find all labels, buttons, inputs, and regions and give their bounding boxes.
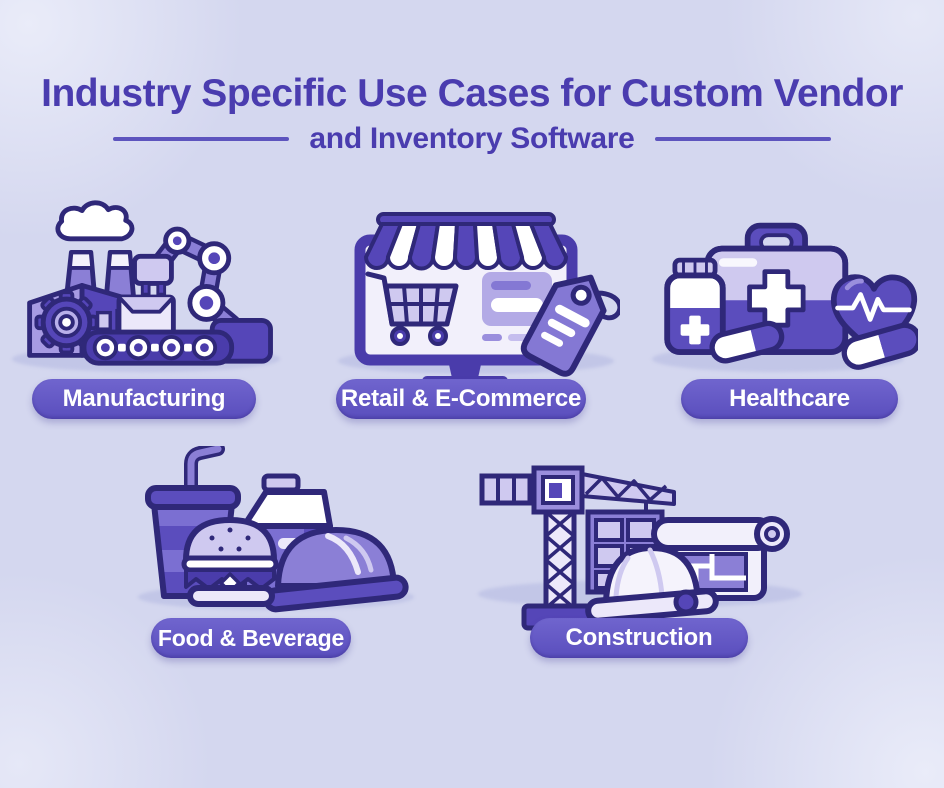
factory-robot-arm-icon: [27, 200, 273, 366]
shopping-cart: [365, 271, 459, 327]
price-tag: [520, 274, 620, 377]
title-line-2-row: and Inventory Software: [0, 122, 944, 156]
divider-dash-left: [113, 137, 290, 141]
medicine-bottle: [664, 257, 726, 355]
label-text: Retail & E-Commerce: [340, 385, 582, 412]
conveyor-belt: [81, 329, 235, 366]
crane-hard-hat-blueprint-icon: [479, 465, 790, 631]
hard-hat-white: [585, 545, 719, 624]
industry-label-retail: Retail & E-Commerce: [336, 379, 586, 419]
industry-label-healthcare: Healthcare: [681, 379, 898, 419]
label-text: Food & Beverage: [157, 624, 345, 651]
drink-burger-milk-carton-icon: [145, 446, 409, 613]
robot-arm: [132, 226, 273, 364]
product-card: [482, 272, 552, 341]
pill-capsule: [841, 322, 918, 370]
industry-label-construction: Construction: [530, 618, 748, 658]
medical-cross: [747, 269, 806, 328]
striped-awning: [364, 212, 568, 271]
gear: [34, 290, 99, 355]
tower-crane: [479, 465, 676, 631]
storefront-monitor-cart-price-tag-icon: [354, 212, 620, 387]
burger: [181, 517, 279, 607]
pill-capsule: [709, 320, 785, 364]
label-text: Healthcare: [729, 385, 850, 412]
industry-label-manufacturing: Manufacturing: [32, 379, 256, 419]
page-title: Industry Specific Use Cases for Custom V…: [0, 74, 944, 156]
industry-label-food-beverage: Food & Beverage: [151, 618, 351, 658]
title-line-2: and Inventory Software: [309, 122, 635, 155]
label-text: Manufacturing: [62, 385, 226, 412]
label-text: Construction: [565, 624, 713, 651]
smoke-cloud: [55, 200, 135, 242]
hard-hat-purple: [263, 527, 409, 613]
divider-dash-right: [654, 137, 831, 141]
first-aid-kit-heart-pills-icon: [664, 222, 918, 370]
title-line-1: Industry Specific Use Cases for Custom V…: [41, 72, 903, 115]
